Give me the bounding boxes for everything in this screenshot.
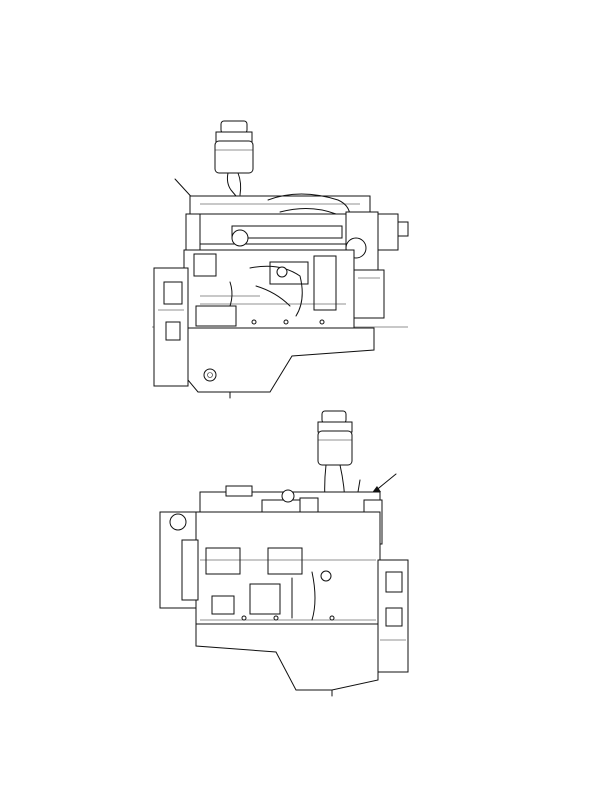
flywheel-housing-top: [153, 267, 189, 387]
oil-pan-bottom: [195, 623, 379, 697]
fuel-filter-bottom: [317, 410, 361, 621]
engine-block-top: [183, 249, 355, 329]
upper-block-top: [185, 193, 371, 251]
flywheel-housing-bottom: [377, 559, 409, 673]
fuel-filter-top: [214, 120, 254, 197]
engine-view-bottom: [159, 410, 409, 697]
front-housing-bottom: [159, 511, 199, 609]
oil-pan-top: [187, 327, 375, 399]
engine-block-bottom: [195, 511, 381, 625]
front-accessories-top: [345, 211, 409, 319]
engine-view-top: [152, 120, 409, 399]
pointer-arrow-bottom: [371, 473, 397, 494]
